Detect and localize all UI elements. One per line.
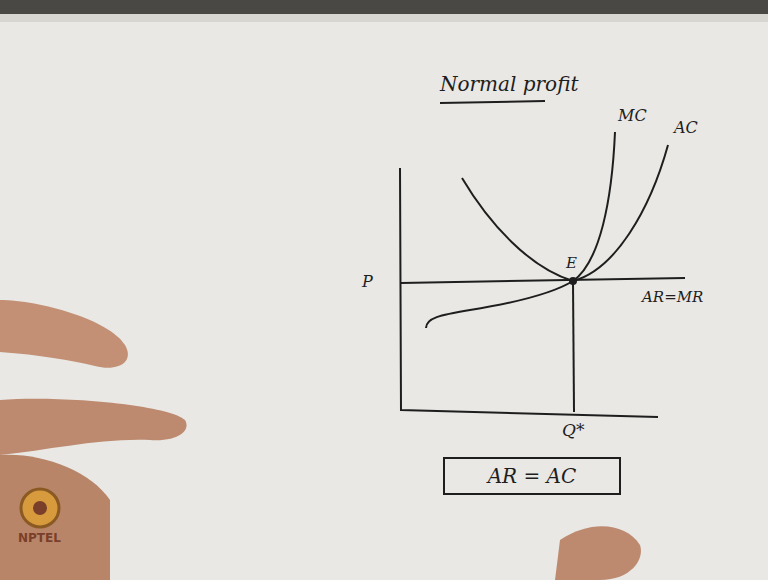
logo-wheel xyxy=(21,489,59,527)
graph-title: Normal profit xyxy=(440,72,579,96)
quantity-line xyxy=(573,282,574,412)
formula-box: AR = AC xyxy=(443,457,621,495)
axes xyxy=(400,168,658,417)
formula-text: AR = AC xyxy=(488,464,577,488)
axis-label: P xyxy=(362,272,373,291)
point-label: E xyxy=(566,254,577,272)
price-line xyxy=(401,278,685,283)
board-edge xyxy=(0,0,768,14)
mc-curve xyxy=(426,132,615,328)
axis-label: Q* xyxy=(562,420,584,440)
title-underline xyxy=(440,101,545,103)
hand-palm xyxy=(0,455,110,580)
ac-curve xyxy=(462,145,668,281)
paper-edge xyxy=(0,14,768,22)
logo-text: NPTEL xyxy=(18,531,61,545)
curve-label: AC xyxy=(674,118,698,137)
equilibrium-dot xyxy=(569,277,577,285)
curve-label: MC xyxy=(618,106,647,125)
logo-hub xyxy=(33,501,47,515)
hand-finger xyxy=(0,399,187,455)
hand-tip xyxy=(555,526,641,580)
line-label: AR=MR xyxy=(642,288,703,306)
hand-finger xyxy=(0,300,128,368)
